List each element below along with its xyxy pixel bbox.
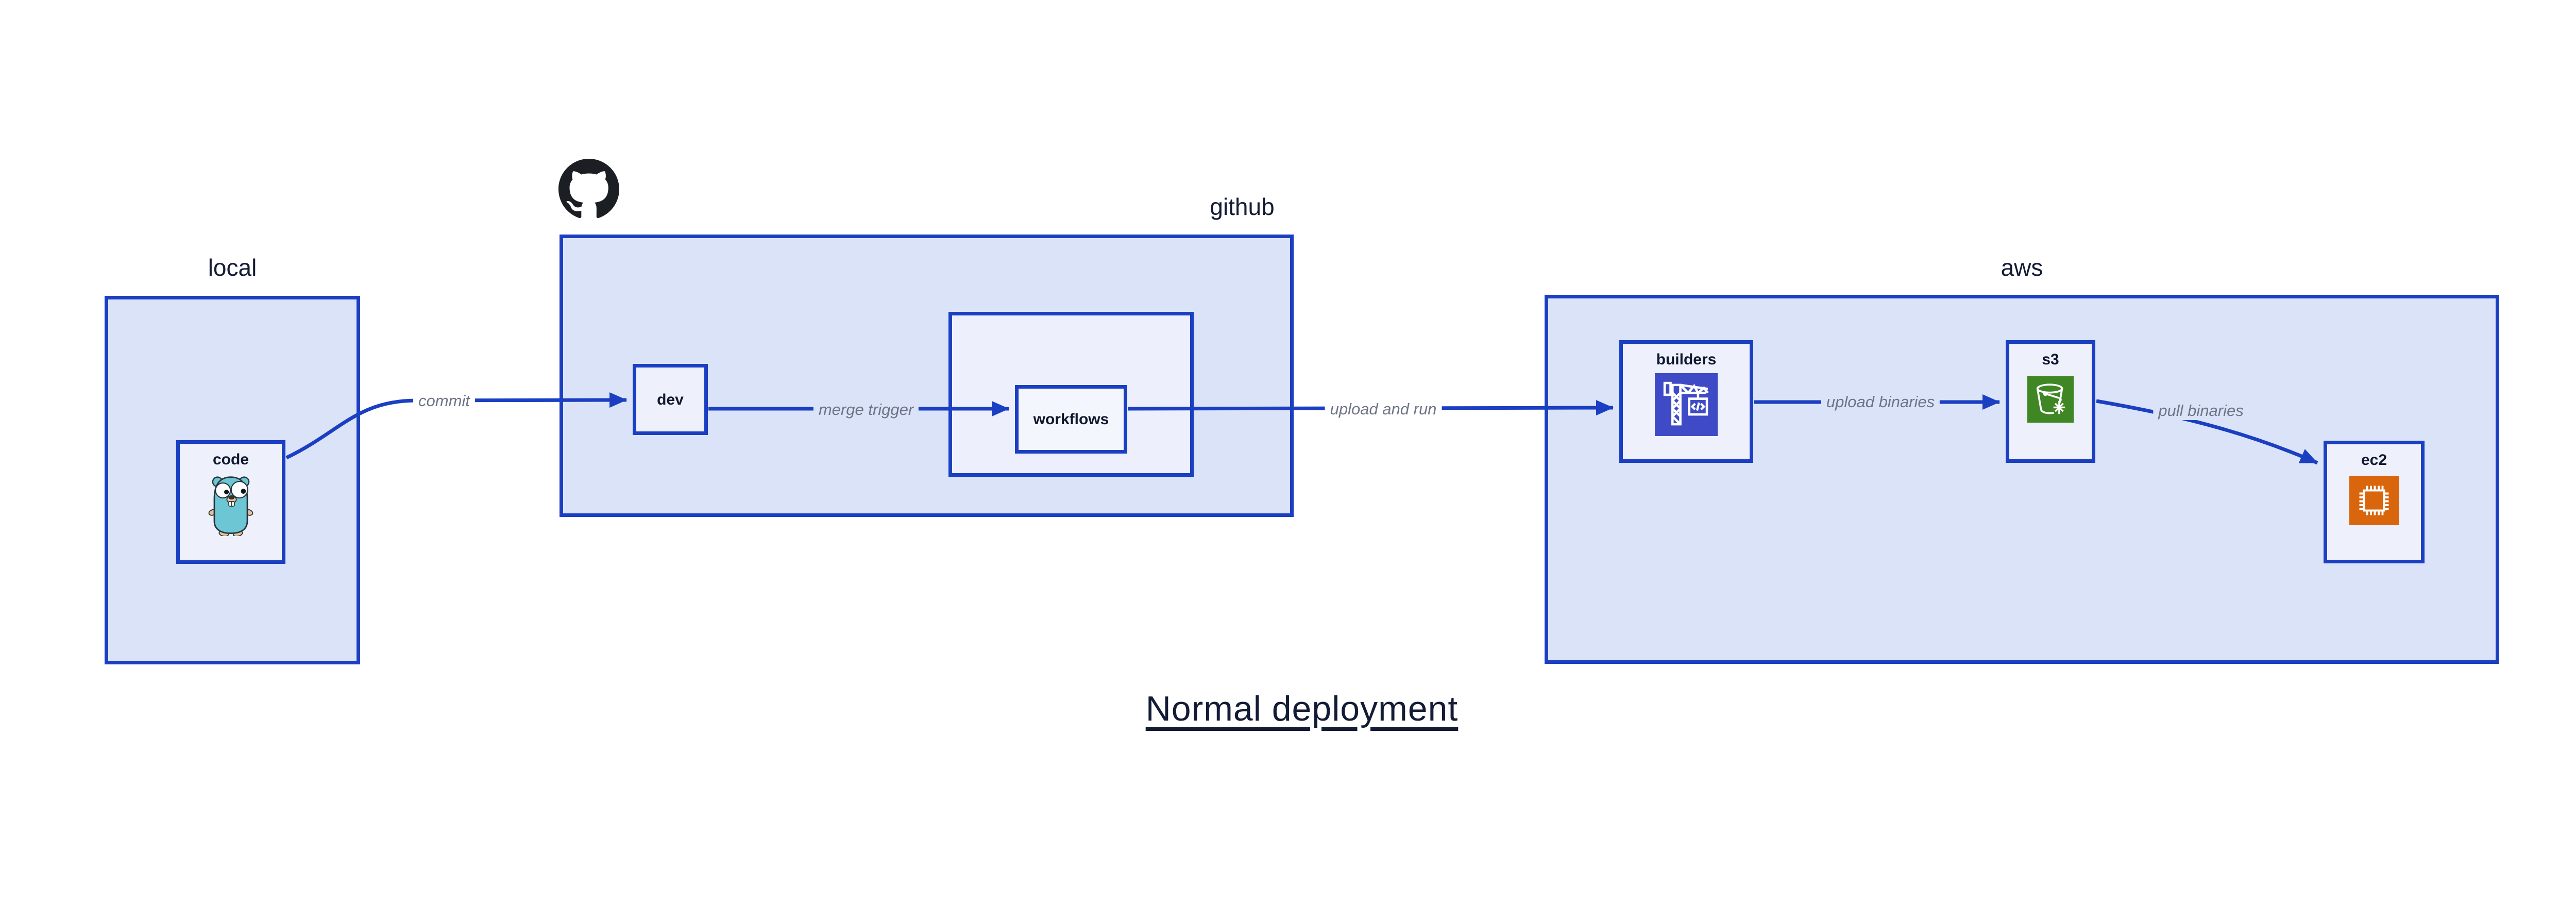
aws-ec2-icon: [2349, 476, 2399, 525]
edge-label-commit: commit: [413, 392, 475, 410]
aws-container-label: aws: [2001, 254, 2043, 281]
aws-codebuild-icon: [1655, 373, 1718, 436]
node-code: code: [176, 440, 285, 564]
node-s3-label: s3: [2042, 351, 2059, 368]
aws-s3-bucket-icon: [2027, 376, 2074, 423]
node-ec2-label: ec2: [2361, 452, 2387, 469]
node-code-label: code: [212, 451, 249, 468]
diagram-title: Normal deployment: [0, 689, 2576, 729]
github-container-label: github: [1210, 193, 1275, 220]
edge-label-merge-trigger: merge trigger: [813, 400, 919, 419]
node-builders: builders: [1619, 340, 1753, 463]
node-ec2: ec2: [2324, 441, 2425, 563]
github-octocat-logo-icon: [558, 159, 619, 220]
node-dev-label: dev: [657, 391, 684, 408]
node-dev: dev: [633, 364, 708, 435]
local-container-label: local: [208, 254, 257, 281]
edge-label-upload-binaries: upload binaries: [1821, 393, 1940, 411]
node-builders-label: builders: [1656, 351, 1717, 368]
node-workflows: workflows: [1015, 385, 1127, 454]
edge-label-upload-and-run: upload and run: [1325, 400, 1442, 419]
diagram-title-text: Normal deployment: [1145, 689, 1459, 728]
edge-label-pull-binaries: pull binaries: [2153, 402, 2249, 420]
go-gopher-icon: [207, 473, 255, 539]
node-s3: s3: [2006, 340, 2095, 463]
node-workflows-label: workflows: [1033, 411, 1109, 428]
